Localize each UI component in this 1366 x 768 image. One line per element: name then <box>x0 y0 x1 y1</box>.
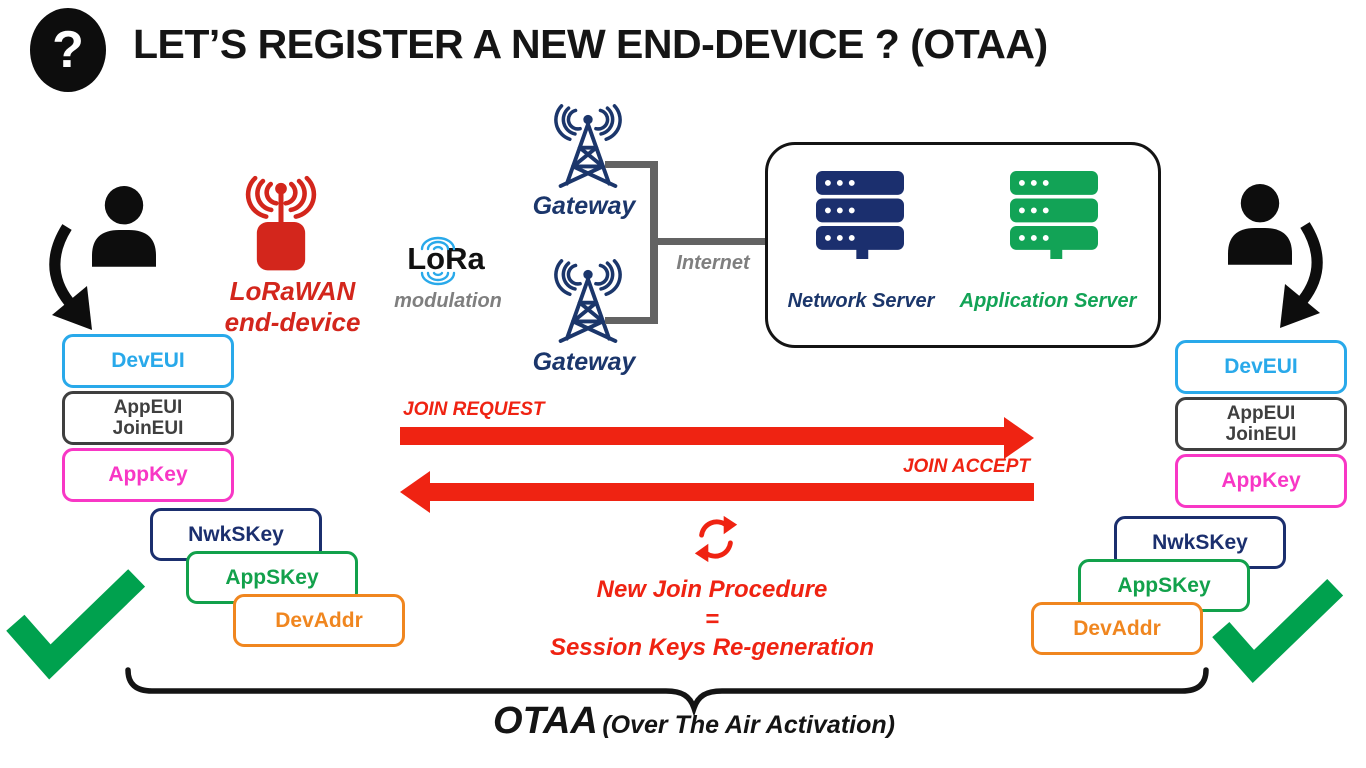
modulation-label: modulation <box>394 290 502 312</box>
devaddr-label-left: DevAddr <box>275 608 363 632</box>
appeui-box-right: AppEUI JoinEUI <box>1175 397 1347 451</box>
join-accept-arrow <box>400 471 1034 513</box>
checkmark-icon-right <box>1212 579 1344 684</box>
appkey-label-right: AppKey <box>1221 469 1301 492</box>
procedure-line3: Session Keys Re-generation <box>549 634 875 661</box>
lora-logo-text: LoRa <box>407 241 485 276</box>
connector-line-vertical <box>650 161 658 324</box>
appeui-label-right: AppEUI <box>1226 403 1296 424</box>
otaa-caption: OTAA (Over The Air Activation) <box>493 700 895 743</box>
connector-line-bottom <box>605 317 657 324</box>
otaa-acronym: OTAA <box>493 700 598 742</box>
joineui-label-right: JoinEUI <box>1225 424 1297 445</box>
end-device-label-line2: end-device <box>224 307 361 337</box>
lora-waves-top-icon <box>420 236 456 251</box>
curved-arrow-icon <box>49 224 92 330</box>
appkey-label-left: AppKey <box>108 463 188 486</box>
internet-label: Internet <box>676 252 750 274</box>
gateway-icon-bottom <box>554 259 622 343</box>
question-glyph: ? <box>52 21 84 79</box>
devaddr-label-right: DevAddr <box>1073 616 1161 640</box>
deveui-label-right: DevEUI <box>1224 355 1298 378</box>
nwkskey-label-left: NwkSKey <box>188 522 284 546</box>
connector-line-internet <box>658 238 768 245</box>
procedure-line2: = <box>704 606 719 633</box>
deveui-box-right: DevEUI <box>1175 340 1347 394</box>
deveui-label-left: DevEUI <box>111 349 185 372</box>
page-title: LET’S REGISTER A NEW END-DEVICE ? (OTAA) <box>133 21 1048 67</box>
gateway-label-top: Gateway <box>532 192 636 220</box>
procedure-line1: New Join Procedure <box>596 576 828 603</box>
network-server-icon <box>816 171 904 259</box>
user-icon-right <box>1228 184 1292 265</box>
application-server-label: Application Server <box>959 290 1137 312</box>
gateway-icon-top <box>554 104 622 188</box>
devaddr-box-left: DevAddr <box>233 594 405 647</box>
gateway-label-bottom: Gateway <box>532 348 636 376</box>
deveui-box-left: DevEUI <box>62 334 234 388</box>
otaa-expansion: (Over The Air Activation) <box>602 711 895 739</box>
refresh-icon <box>694 515 738 563</box>
join-request-arrow <box>400 417 1034 459</box>
lora-waves-bottom-icon <box>420 271 456 286</box>
appeui-box-left: AppEUI JoinEUI <box>62 391 234 445</box>
end-device-icon <box>245 175 317 271</box>
end-device-label: LoRaWAN end-device <box>205 276 380 338</box>
network-server-label: Network Server <box>787 290 935 312</box>
join-accept-label: JOIN ACCEPT <box>902 456 1030 477</box>
join-request-label: JOIN REQUEST <box>403 399 545 420</box>
appskey-label-left: AppSKey <box>225 565 319 589</box>
curved-arrow-icon-right <box>1280 222 1323 328</box>
nwkskey-label-right: NwkSKey <box>1152 530 1248 554</box>
appeui-label-left: AppEUI <box>113 397 183 418</box>
joineui-label-left: JoinEUI <box>112 418 184 439</box>
end-device-label-line1: LoRaWAN <box>229 276 356 306</box>
checkmark-icon-left <box>6 569 146 680</box>
connector-line-top <box>605 161 657 168</box>
user-icon <box>92 186 156 267</box>
application-server-icon <box>1010 171 1098 259</box>
appskey-label-right: AppSKey <box>1117 573 1211 597</box>
devaddr-box-right: DevAddr <box>1031 602 1203 655</box>
brace <box>125 667 1209 717</box>
appkey-box-right: AppKey <box>1175 454 1347 508</box>
appkey-box-left: AppKey <box>62 448 234 502</box>
question-icon: ? <box>30 8 106 92</box>
